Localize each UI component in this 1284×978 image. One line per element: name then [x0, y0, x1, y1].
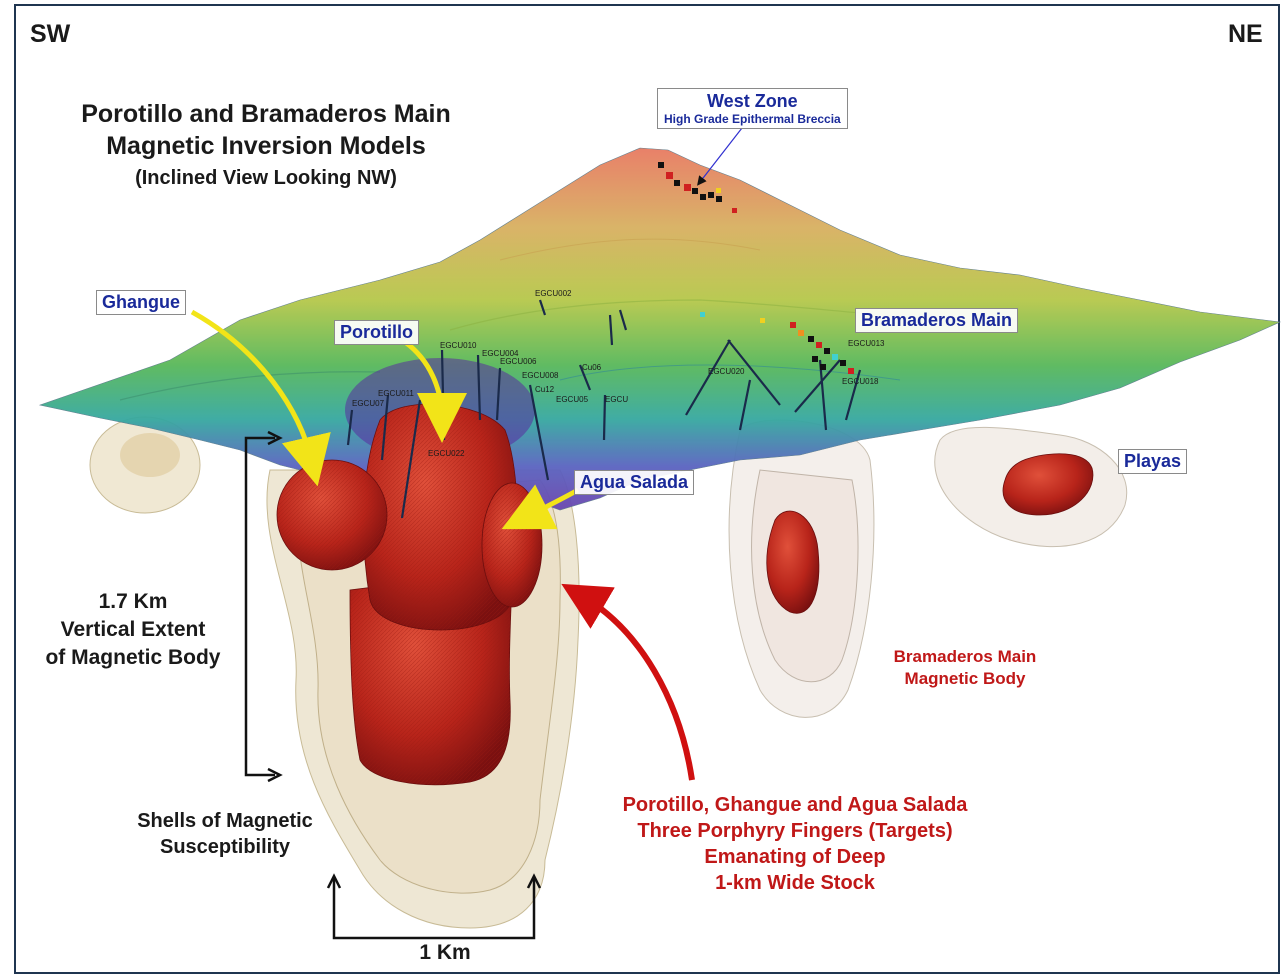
drillhole-label: EGCU010: [440, 341, 477, 350]
title-line: Magnetic Inversion Models: [56, 130, 476, 162]
porphyry-note-line: 1-km Wide Stock: [570, 870, 1020, 896]
drillhole-label: Cu06: [582, 363, 602, 372]
porphyry-note-line: Three Porphyry Fingers (Targets): [570, 818, 1020, 844]
drillhole-label: EGCU: [605, 395, 628, 404]
bramaderos-body-line: Magnetic Body: [860, 668, 1070, 690]
drillhole-label: EGCU05: [556, 395, 589, 404]
drillhole-label: Cu12: [535, 385, 555, 394]
porphyry-note: Porotillo, Ghangue and Agua Salada Three…: [570, 792, 1020, 896]
title-subtitle: (Inclined View Looking NW): [56, 162, 476, 194]
vertical-extent-line: of Magnetic Body: [28, 644, 238, 672]
vertical-extent-value: 1.7 Km: [28, 588, 238, 616]
porphyry-note-line: Emanating of Deep: [570, 844, 1020, 870]
scale-label: 1 Km: [410, 941, 480, 965]
drillhole-label: EGCU002: [535, 289, 572, 298]
target-label-bramaderos-main: Bramaderos Main: [855, 308, 1018, 333]
drillhole-label: EGCU013: [848, 339, 885, 348]
drillhole-label: EGCU07: [352, 399, 385, 408]
drillhole-label: EGCU006: [500, 357, 537, 366]
orientation-sw: SW: [30, 20, 70, 49]
drillhole-label: EGCU008: [522, 371, 559, 380]
west-zone-name: West Zone: [664, 91, 841, 112]
shells-line: Shells of Magnetic: [110, 808, 340, 834]
vertical-extent-label: 1.7 Km Vertical Extent of Magnetic Body: [28, 588, 238, 672]
west-zone-label: West Zone High Grade Epithermal Breccia: [657, 88, 848, 129]
vertical-extent-line: Vertical Extent: [28, 616, 238, 644]
drillhole-label: EGCU020: [708, 367, 745, 376]
drillhole-label: EGCU022: [428, 449, 465, 458]
target-label-porotillo: Porotillo: [334, 320, 419, 345]
title-line: Porotillo and Bramaderos Main: [56, 98, 476, 130]
bramaderos-body-line: Bramaderos Main: [860, 646, 1070, 668]
target-label-ghangue: Ghangue: [96, 290, 186, 315]
target-label-playas: Playas: [1118, 449, 1187, 474]
shells-label: Shells of Magnetic Susceptibility: [110, 808, 340, 860]
west-zone-desc: High Grade Epithermal Breccia: [664, 112, 841, 126]
drillhole-label: EGCU011: [378, 389, 414, 398]
orientation-ne: NE: [1228, 20, 1263, 49]
page-title: Porotillo and Bramaderos Main Magnetic I…: [56, 98, 476, 194]
shells-line: Susceptibility: [110, 834, 340, 860]
bramaderos-body-label: Bramaderos Main Magnetic Body: [860, 646, 1070, 690]
drillhole-label: EGCU018: [842, 377, 879, 386]
target-label-agua-salada: Agua Salada: [574, 470, 694, 495]
porphyry-note-line: Porotillo, Ghangue and Agua Salada: [570, 792, 1020, 818]
